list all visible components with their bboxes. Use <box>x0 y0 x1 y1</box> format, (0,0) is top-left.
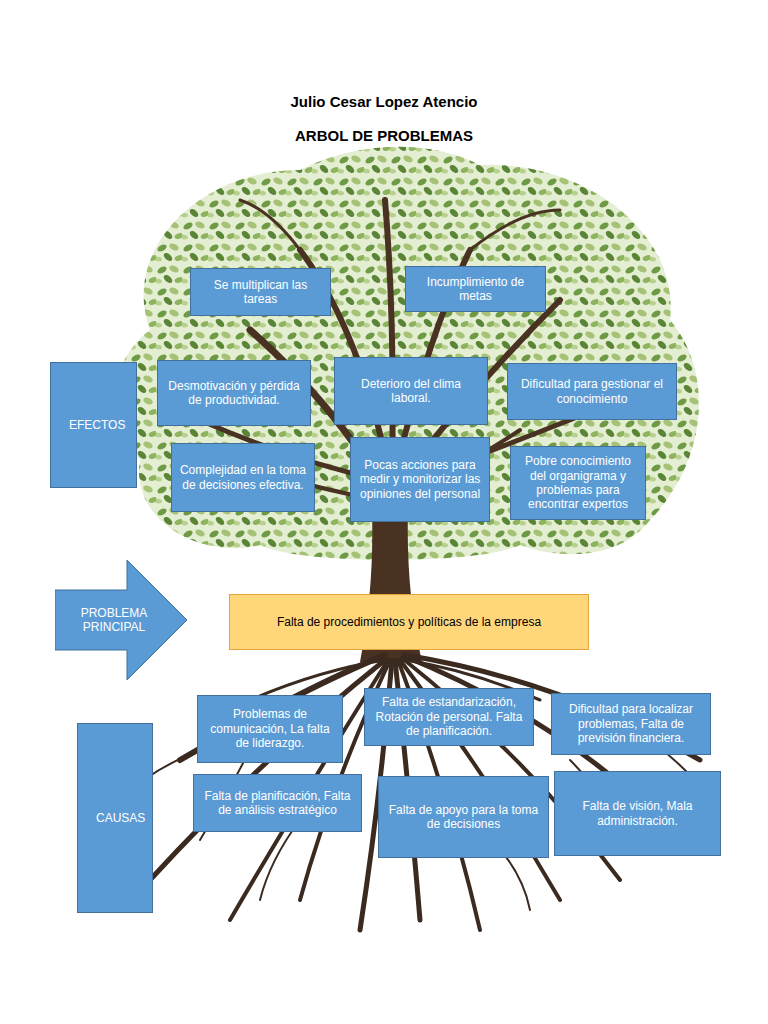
problem-box: Deterioro del clima laboral. <box>334 357 488 425</box>
node-text: Problemas de comunicación, La falta de l… <box>204 707 336 750</box>
problem-box: Pobre conocimiento del organigrama y pro… <box>510 446 646 520</box>
root <box>150 660 385 880</box>
node-content: Desmotivación y pérdida de productividad… <box>164 379 304 408</box>
diagram-title: ARBOL DE PROBLEMAS <box>295 127 473 144</box>
problem-box: Falta de visión, Mala administración. <box>554 771 721 856</box>
node-text: Falta de estandarización, Rotación de pe… <box>371 695 527 738</box>
section-label: EFECTOS <box>50 362 137 488</box>
branch <box>385 200 393 470</box>
problem-box: Complejidad en la toma de decisiones efe… <box>171 443 315 512</box>
arrow-outline <box>55 560 187 680</box>
node-text: Desmotivación y pérdida de productividad… <box>164 379 304 408</box>
node-text: Deterioro del clima laboral. <box>341 377 481 406</box>
node-content: EFECTOS <box>69 418 130 432</box>
node-text: Pobre conocimiento del organigrama y pro… <box>517 454 639 512</box>
node-text: Falta de apoyo para la toma de decisione… <box>385 803 542 832</box>
problem-box: Falta de planificación, Falta de análisi… <box>193 774 362 832</box>
canopy-leaves <box>115 147 699 560</box>
node-content: Complejidad en la toma de decisiones efe… <box>178 463 308 492</box>
node-text: Pocas acciones para medir y monitorizar … <box>357 458 483 501</box>
node-content: Pocas acciones para medir y monitorizar … <box>357 458 483 501</box>
node-content: Falta de procedimientos y políticas de l… <box>238 615 580 629</box>
author-name: Julio Cesar Lopez Atencio <box>291 93 478 110</box>
roots <box>120 655 720 930</box>
node-text: Dificultad para gestionar el conocimient… <box>514 377 670 406</box>
problem-box: Incumplimiento de metas <box>405 266 546 312</box>
node-content: Dificultad para localizar problemas, Fal… <box>558 702 704 745</box>
node-text: CAUSAS <box>96 811 146 825</box>
node-content: Pobre conocimiento del organigrama y pro… <box>517 454 639 512</box>
node-text: Incumplimiento de metas <box>412 275 539 304</box>
node-text: Complejidad en la toma de decisiones efe… <box>178 463 308 492</box>
problem-box: Pocas acciones para medir y monitorizar … <box>350 437 490 522</box>
problem-box: Problemas de comunicación, La falta de l… <box>197 695 343 763</box>
node-text: Dificultad para localizar problemas, Fal… <box>558 702 704 745</box>
node-text: PROBLEMA PRINCIPAL <box>67 606 161 635</box>
section-label: CAUSAS <box>77 723 153 913</box>
node-text: EFECTOS <box>69 418 130 432</box>
problem-box: Dificultad para gestionar el conocimient… <box>507 363 677 420</box>
problem-box: Dificultad para localizar problemas, Fal… <box>551 693 711 755</box>
problem-box: Se multiplican las tareas <box>190 268 331 316</box>
canopy-base <box>115 147 699 560</box>
branch <box>470 210 560 250</box>
node-content: Deterioro del clima laboral. <box>341 377 481 406</box>
node-content: Falta de estandarización, Rotación de pe… <box>371 695 527 738</box>
node-content: CAUSAS <box>96 811 146 825</box>
node-content: Dificultad para gestionar el conocimient… <box>514 377 670 406</box>
node-text: Se multiplican las tareas <box>197 278 324 307</box>
node-content: Se multiplican las tareas <box>197 278 324 307</box>
node-text: Falta de planificación, Falta de análisi… <box>200 789 355 818</box>
node-content: PROBLEMA PRINCIPAL <box>67 606 161 635</box>
node-text: Falta de procedimientos y políticas de l… <box>238 615 580 629</box>
node-content: Falta de planificación, Falta de análisi… <box>200 789 355 818</box>
branch <box>240 200 300 250</box>
problem-box: Falta de estandarización, Rotación de pe… <box>364 688 534 746</box>
node-content: Incumplimiento de metas <box>412 275 539 304</box>
problem-arrow: PROBLEMA PRINCIPAL <box>55 560 187 680</box>
node-content: Falta de visión, Mala administración. <box>561 799 714 828</box>
main-problem-box: Falta de procedimientos y políticas de l… <box>229 594 589 650</box>
root <box>260 820 300 900</box>
node-content: Falta de apoyo para la toma de decisione… <box>385 803 542 832</box>
problem-box: Falta de apoyo para la toma de decisione… <box>378 776 549 858</box>
node-content: Problemas de comunicación, La falta de l… <box>204 707 336 750</box>
node-text: Falta de visión, Mala administración. <box>561 799 714 828</box>
problem-box: Desmotivación y pérdida de productividad… <box>157 360 311 426</box>
